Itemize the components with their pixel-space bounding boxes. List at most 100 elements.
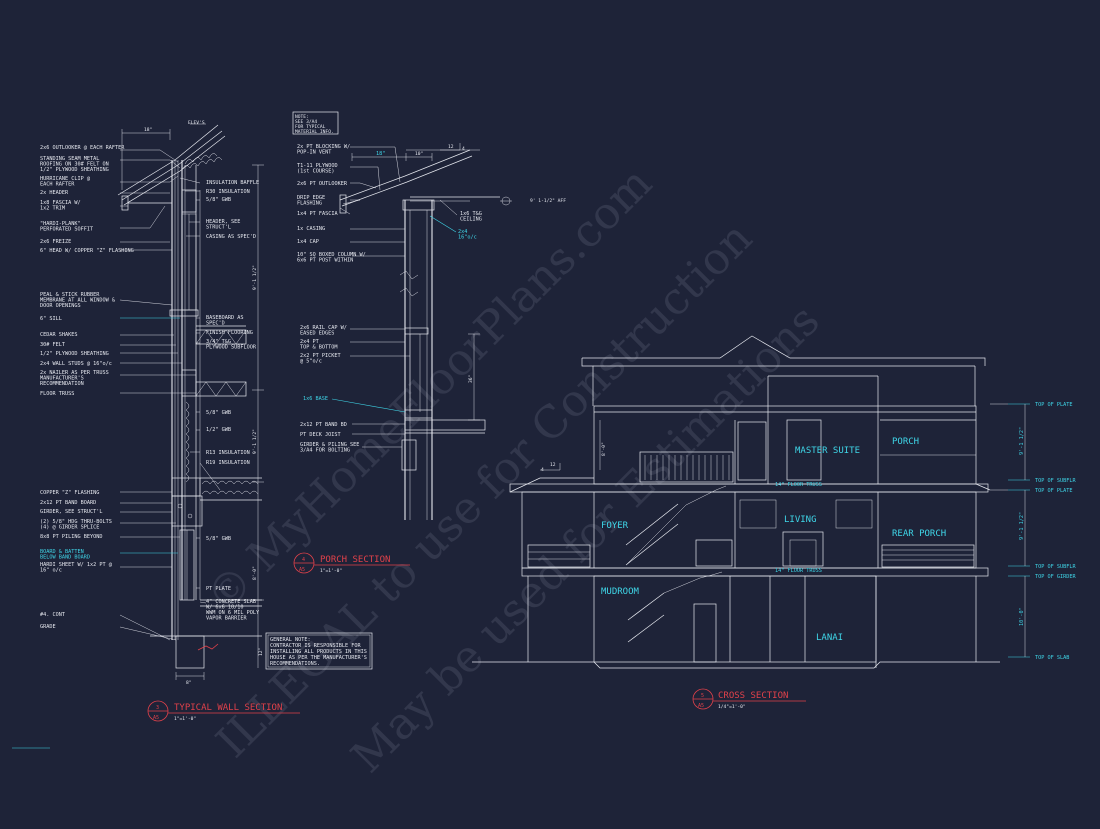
porch-note: PT DECK JOIST bbox=[300, 432, 341, 438]
wall-note-right: HEADER, SEE bbox=[206, 219, 240, 225]
level-height: 9'-1 1/2" bbox=[1019, 512, 1025, 540]
level-label: TOP OF PLATE bbox=[1035, 488, 1072, 494]
wall-note-right: 5/8" GWB bbox=[206, 536, 231, 542]
porch-note: CEILING bbox=[460, 217, 482, 223]
porch-section-labels: NOTE: SEE 3/A4 FOR TYPICAL MATERIAL INFO… bbox=[295, 114, 566, 454]
room-foyer: FOYER bbox=[601, 521, 629, 531]
wall-note: GRADE bbox=[40, 624, 56, 630]
wall-note: 2x6 FREIZE bbox=[40, 239, 71, 245]
porch-note: 6x6 PT POST WITHIN bbox=[297, 258, 353, 264]
wall-dim-upper: 9'-1 1/2" bbox=[252, 265, 258, 290]
wall-section-marker-bottom: A5 bbox=[153, 715, 159, 721]
wall-note-right: 5/8" GWB bbox=[206, 410, 231, 416]
porch-note: T1-11 PLYWOOD bbox=[297, 163, 338, 169]
wall-note: (2) 5/8" HDG THRU-BOLTS bbox=[40, 519, 112, 525]
wall-note: CEDAR SHAKES bbox=[40, 332, 77, 338]
cross-left-dim: 8'-0" bbox=[601, 442, 607, 456]
porch-pitch-run: 12 bbox=[448, 144, 454, 150]
wall-note-right: 1/2" GWB bbox=[206, 427, 231, 433]
wall-note: COPPER "Z" FLASHING bbox=[40, 490, 99, 496]
porch-note-cyan: 2x4 bbox=[458, 229, 467, 235]
wall-note: 1/2" PLYWOOD SHEATHING bbox=[40, 167, 109, 173]
porch-note: 2x4 PT bbox=[300, 339, 319, 345]
wall-note: RECOMMENDATION bbox=[40, 381, 84, 387]
porch-note-box-line: MATERIAL INFO. bbox=[295, 129, 334, 135]
porch-overhang-dim: 18" bbox=[376, 151, 385, 157]
wall-section-title: TYPICAL WALL SECTION bbox=[174, 703, 282, 713]
porch-note-box-line: SEE 3/A4 bbox=[295, 119, 317, 125]
porch-pitch-rise: 4 bbox=[462, 146, 465, 152]
wall-note-right: INSULATION BAFFLE bbox=[206, 180, 259, 186]
porch-col-dim: 10" bbox=[415, 151, 423, 157]
wall-section-title-block: 3 A5 TYPICAL WALL SECTION 1"=1'-0" bbox=[147, 700, 300, 722]
wall-note-right: VAPOR BARRIER bbox=[206, 616, 247, 622]
wall-note: 30# FELT bbox=[40, 342, 65, 348]
porch-note: 10" SQ BOXED COLUMN W/ bbox=[297, 252, 366, 258]
porch-section-drawing bbox=[292, 111, 512, 520]
general-note-line: CONTRACTOR IS RESPONSIBLE FOR bbox=[270, 643, 361, 649]
porch-note-cyan: 1x6 BASE bbox=[303, 396, 328, 402]
cross-section-drawing bbox=[472, 335, 1030, 669]
porch-note: 2x6 PT OUTLOOKER bbox=[297, 181, 348, 187]
porch-note: 2x PT BLOCKING W/ bbox=[297, 144, 350, 150]
porch-note: 1x CASING bbox=[297, 226, 325, 232]
porch-note: FLASHING bbox=[297, 201, 322, 207]
wall-note-right: R19 INSULATION bbox=[206, 460, 250, 466]
wall-note: 2x NAILER AS PER TRUSS bbox=[40, 370, 109, 376]
wall-note-right: 5/8" GWB bbox=[206, 197, 231, 203]
room-porch: PORCH bbox=[892, 437, 919, 447]
wall-section-labels: 18" ELEV'S 9'-1 1/2" 9'-1 1/2" 8'-0" 8" … bbox=[40, 120, 367, 686]
wall-note: 2x6 OUTLOOKER @ EACH RAFTER bbox=[40, 145, 125, 151]
cross-section-marker-bottom: A5 bbox=[698, 703, 704, 709]
porch-height-dim: 9' 1-1/2" AFF bbox=[530, 198, 566, 204]
porch-section-title: PORCH SECTION bbox=[320, 555, 390, 565]
porch-note: DRIP EDGE bbox=[297, 195, 325, 201]
wall-note-right: SPEC'D bbox=[206, 321, 225, 327]
wall-note: 2x HEADER bbox=[40, 190, 69, 196]
wall-note-cyan: BOARD & BATTEN bbox=[40, 549, 84, 555]
wall-note: (4) @ GIRDER SPLICE bbox=[40, 525, 99, 531]
roof-pitch-rise: 4 bbox=[541, 467, 544, 473]
level-height: 10'-0" bbox=[1019, 607, 1025, 626]
wall-note: EACH RAFTER bbox=[40, 182, 75, 188]
wall-note: MEMBRANE AT ALL WINDOW & bbox=[40, 298, 116, 304]
wall-note: FLOOR TRUSS bbox=[40, 391, 74, 397]
wall-note: HURRICANE CLIP @ bbox=[40, 176, 90, 182]
wall-note: MANUFACTURER'S bbox=[40, 376, 84, 382]
level-label: TOP OF GIRDER bbox=[1035, 574, 1076, 580]
wall-note: "HARDI-PLANK" bbox=[40, 221, 81, 227]
wall-section-marker-top: 3 bbox=[156, 705, 159, 711]
wall-note-right: W/ 6x6 10/10 bbox=[206, 605, 243, 611]
wall-note: 1/2" PLYWOOD SHEATHING bbox=[40, 351, 109, 357]
cross-section-title: CROSS SECTION bbox=[718, 691, 788, 701]
room-living: LIVING bbox=[784, 515, 817, 525]
wall-note: 2x12 PT BAND BOARD bbox=[40, 500, 96, 506]
porch-note: EASED EDGES bbox=[300, 331, 334, 337]
wall-note: 6" HEAD W/ COPPER "Z" FLASHING bbox=[40, 248, 134, 254]
wall-section-drawing bbox=[117, 123, 373, 680]
wall-note: STANDING SEAM METAL bbox=[40, 156, 99, 162]
porch-note: 2x2 PT PICKET bbox=[300, 353, 341, 359]
porch-section-marker-top: 4 bbox=[302, 557, 305, 563]
wall-note: GIRDER, SEE STRUCT'L bbox=[40, 509, 102, 515]
porch-note: 1x4 CAP bbox=[297, 239, 319, 245]
cross-section-marker-top: 5 bbox=[701, 693, 704, 699]
wall-note: DOOR OPENINGS bbox=[40, 303, 81, 309]
wall-note-right: R30 INSULATION bbox=[206, 189, 250, 195]
wall-dim-pile: 8'-0" bbox=[252, 566, 258, 580]
porch-note: 1x6 T&G bbox=[460, 211, 482, 217]
porch-note: @ 5"o/c bbox=[300, 359, 322, 365]
porch-note-box-line: NOTE: bbox=[295, 114, 309, 120]
wall-dim-lower: 9'-1 1/2" bbox=[252, 429, 258, 454]
porch-note: 3/A4 FOR BOLTING bbox=[300, 448, 350, 454]
wall-elev-label: ELEV'S bbox=[188, 120, 205, 126]
wall-note: 8x8 PT PILING BEYOND bbox=[40, 534, 102, 540]
porch-note: 2x12 PT BAND BD bbox=[300, 422, 347, 428]
porch-note: (1st COURSE) bbox=[297, 169, 334, 175]
level-label: TOP OF PLATE bbox=[1035, 402, 1072, 408]
wall-note-cyan: BELOW BAND BOARD bbox=[40, 555, 90, 561]
level-label: TOP OF SLAB bbox=[1035, 655, 1069, 661]
general-note-line: INSTALLING ALL PRODUCTS IN THIS bbox=[270, 649, 367, 655]
